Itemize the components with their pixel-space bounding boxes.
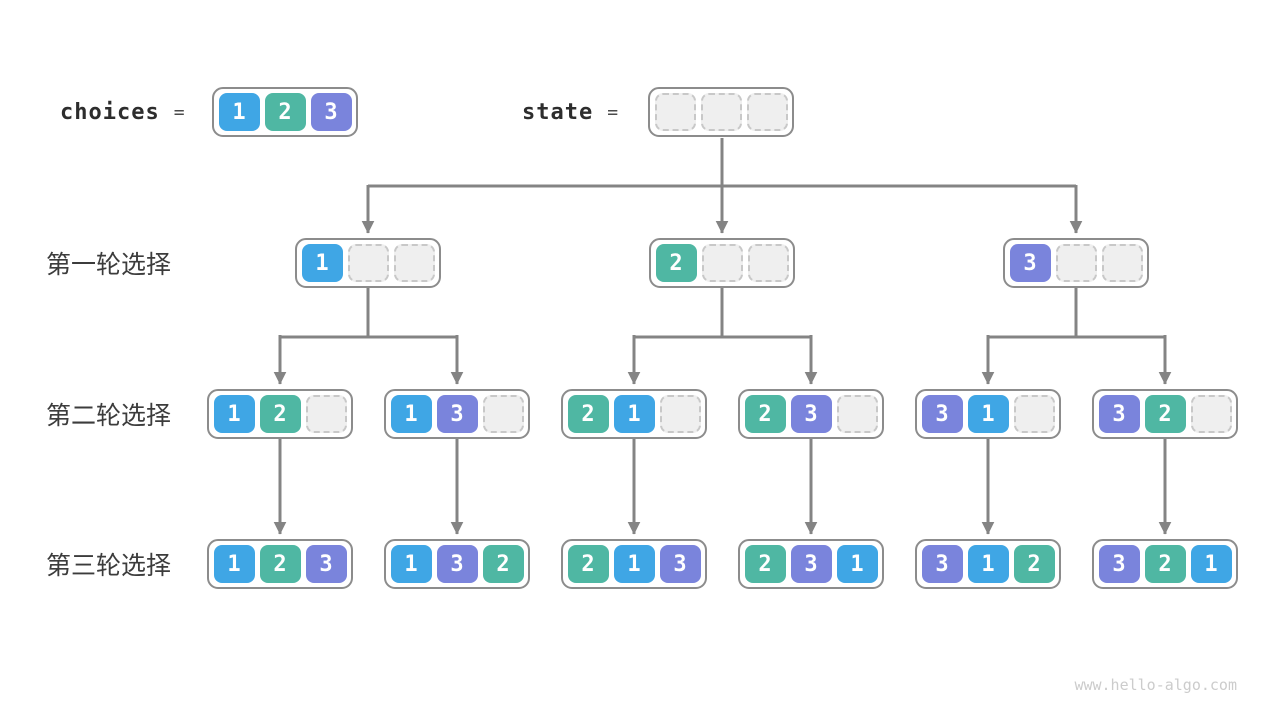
state-box-r3-4: 2 3 1 — [738, 539, 884, 589]
cell: 2 — [1144, 395, 1186, 433]
state-box-r2-2: 1 3 — [384, 389, 530, 439]
cell: 3 — [921, 395, 963, 433]
state-box-r1-1: 1 — [295, 238, 441, 288]
cell: 2 — [744, 545, 786, 583]
cell: 2 — [744, 395, 786, 433]
cell: 1 — [301, 244, 343, 282]
state-box-r2-1: 1 2 — [207, 389, 353, 439]
cell — [482, 395, 524, 433]
cell: 3 — [436, 545, 478, 583]
state-box-r3-6: 3 2 1 — [1092, 539, 1238, 589]
choices-label: choices = — [60, 87, 185, 137]
state-box-r2-3: 2 1 — [561, 389, 707, 439]
row-label-round-2: 第二轮选择 — [46, 402, 172, 430]
cell — [1055, 244, 1097, 282]
cell: 3 — [659, 545, 701, 583]
state-box-r3-1: 1 2 3 — [207, 539, 353, 589]
cell: 2 — [567, 545, 609, 583]
cell: 1 — [390, 545, 432, 583]
cell: 1 — [613, 395, 655, 433]
state-box-r3-5: 3 1 2 — [915, 539, 1061, 589]
cell: 3 — [310, 93, 352, 131]
cell: 2 — [259, 545, 301, 583]
cell: 1 — [613, 545, 655, 583]
choices-label-text: choices — [60, 99, 160, 125]
state-box-r2-5: 3 1 — [915, 389, 1061, 439]
cell: 3 — [436, 395, 478, 433]
cell: 3 — [790, 545, 832, 583]
cell — [659, 395, 701, 433]
cell: 3 — [305, 545, 347, 583]
state-box-r1-3: 3 — [1003, 238, 1149, 288]
cell: 2 — [482, 545, 524, 583]
state-box-r3-2: 1 3 2 — [384, 539, 530, 589]
cell — [654, 93, 696, 131]
cell: 1 — [967, 395, 1009, 433]
cell: 3 — [1098, 545, 1140, 583]
choices-equals-sign: = — [173, 101, 185, 123]
cell: 3 — [921, 545, 963, 583]
cell: 1 — [836, 545, 878, 583]
cell: 2 — [259, 395, 301, 433]
cell: 1 — [218, 93, 260, 131]
state-label: state = — [522, 87, 618, 137]
cell — [1101, 244, 1143, 282]
state-equals-sign: = — [607, 101, 619, 123]
website-watermark: www.hello-algo.com — [1074, 676, 1237, 694]
cell — [836, 395, 878, 433]
state-box-r3-3: 2 1 3 — [561, 539, 707, 589]
cell: 3 — [1009, 244, 1051, 282]
cell — [347, 244, 389, 282]
state-label-text: state — [522, 99, 594, 125]
cell: 1 — [390, 395, 432, 433]
cell: 2 — [655, 244, 697, 282]
row-label-round-3: 第三轮选择 — [46, 552, 172, 580]
cell: 2 — [1144, 545, 1186, 583]
cell: 1 — [213, 545, 255, 583]
cell: 2 — [264, 93, 306, 131]
cell — [700, 93, 742, 131]
cell: 3 — [1098, 395, 1140, 433]
cell — [747, 244, 789, 282]
cell — [1013, 395, 1055, 433]
state-array — [648, 87, 794, 137]
cell: 2 — [1013, 545, 1055, 583]
cell — [1190, 395, 1232, 433]
cell: 1 — [1190, 545, 1232, 583]
state-box-r2-6: 3 2 — [1092, 389, 1238, 439]
row-label-round-1: 第一轮选择 — [46, 251, 172, 279]
cell — [305, 395, 347, 433]
cell: 3 — [790, 395, 832, 433]
state-box-r1-2: 2 — [649, 238, 795, 288]
cell — [701, 244, 743, 282]
state-box-r2-4: 2 3 — [738, 389, 884, 439]
cell: 1 — [213, 395, 255, 433]
choices-array: 1 2 3 — [212, 87, 358, 137]
cell — [393, 244, 435, 282]
cell — [746, 93, 788, 131]
cell: 2 — [567, 395, 609, 433]
cell: 1 — [967, 545, 1009, 583]
